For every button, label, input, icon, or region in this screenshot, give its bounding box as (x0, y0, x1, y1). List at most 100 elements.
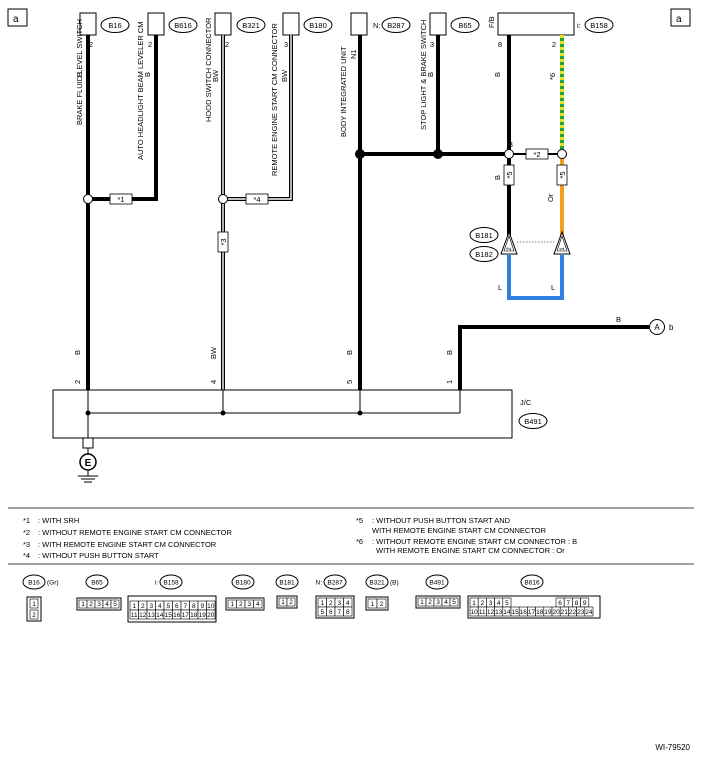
pin-number: 2 (225, 40, 229, 49)
connector-b180: B180 3 REMOTE ENGINE START CM CONNECTOR (270, 12, 333, 176)
pin-number: 20 (207, 612, 215, 619)
corner-box-left (7, 8, 28, 27)
connector-id: B181 (279, 580, 295, 587)
pin-number: 9 (200, 603, 204, 610)
pin-number: 5 (505, 600, 509, 607)
connector-id: B16 (28, 580, 40, 587)
svg-text:: WITHOUT PUSH BUTTON START: : WITHOUT PUSH BUTTON START (38, 551, 159, 560)
tag-star5-left: *5 (503, 164, 515, 186)
connector-id: B158 (163, 580, 179, 587)
pin-number: 24 (585, 609, 593, 616)
connector-prefix: N: (373, 21, 381, 30)
pin-number: 4 (497, 600, 501, 607)
pin-number: 16 (173, 612, 181, 619)
svg-text:: WITHOUT REMOTE ENGINE START: : WITHOUT REMOTE ENGINE START CM CONNECT… (38, 528, 232, 537)
pin-number: 22 (569, 609, 577, 616)
svg-text:1: 1 (559, 247, 566, 251)
wire-label: B (508, 140, 513, 149)
wire-label: B (345, 350, 354, 355)
component-name: AUTO HEADLIGHT BEAM LEVELER CM (136, 21, 145, 160)
connector-view-label: B180 (231, 574, 255, 590)
pin-number: 17 (182, 612, 190, 619)
pin-number: 4 (105, 601, 109, 608)
connector-view-label: B181 (275, 574, 299, 590)
svg-text:*5: *5 (356, 516, 363, 525)
wire-offpage (458, 325, 649, 390)
wire-label: B (616, 315, 621, 324)
pin-number: 2 (329, 600, 333, 607)
figure-id: WI-79520 (655, 743, 690, 752)
pin-number: 2 (239, 601, 243, 608)
connector-view-label: B616 (520, 574, 544, 590)
pin-number: 1 (420, 599, 424, 606)
svg-text:*4: *4 (253, 195, 260, 204)
pin-number: 4 (346, 600, 350, 607)
pin-number: 2 (32, 612, 36, 619)
wire-label: BW (211, 69, 220, 82)
tag-star5-right: *5 (556, 164, 568, 186)
pin-number: 2 (141, 603, 145, 610)
pin-number: 5 (452, 599, 456, 606)
pin-number: 3 (247, 601, 251, 608)
connector-id: B616 (174, 21, 192, 30)
tag-star1: *1 (109, 193, 133, 205)
svg-text:WITH REMOTE ENGINE START CM CO: WITH REMOTE ENGINE START CM CONNECTOR : … (376, 546, 565, 555)
component-name: REMOTE ENGINE START CM CONNECTOR (270, 23, 279, 176)
pin-number: 15 (165, 612, 173, 619)
component-name: HOOD SWITCH CONNECTOR (204, 17, 213, 122)
svg-text:*2: *2 (23, 528, 30, 537)
connector-id: B16 (108, 21, 121, 30)
pin-number: 2 (380, 601, 384, 608)
svg-text:*6: *6 (356, 537, 363, 546)
connector-b65: B65 3 STOP LIGHT & BRAKE SWITCH (419, 12, 480, 130)
splice-point (557, 149, 567, 159)
pin-number: 2 (428, 599, 432, 606)
pin-number: 1 (472, 600, 476, 607)
pin-number: 2 (289, 599, 293, 606)
pin-number: 4 (256, 601, 260, 608)
pin-number: 2 (89, 40, 93, 49)
connector-id: B180 (309, 21, 327, 30)
svg-text:WITH REMOTE ENGINE START CM CO: WITH REMOTE ENGINE START CM CONNECTOR (372, 526, 547, 535)
connector-id: B65 (458, 21, 471, 30)
splice-point (218, 194, 228, 204)
pin-number: 1 (81, 601, 85, 608)
connector-b16: B16 2 BRAKE FLUID LEVEL SWITCH (75, 12, 130, 125)
pin-number: 14 (503, 609, 511, 616)
pin-number: 19 (544, 609, 552, 616)
tag-star4: *4 (245, 193, 269, 205)
connector-id: B65 (91, 580, 103, 587)
connector-color: (Gr) (47, 580, 59, 587)
pin-number: 18 (536, 609, 544, 616)
pin-number: 8 (192, 603, 196, 610)
pin-number: 18 (190, 612, 198, 619)
svg-text:b: b (669, 323, 674, 332)
wire-label: B (426, 72, 435, 77)
pin-number: 12 (139, 612, 147, 619)
wire-b180 (223, 35, 293, 201)
pin-number: 5 (345, 380, 354, 384)
connector-view-label: B16 (Gr) (22, 574, 59, 590)
svg-text:: WITH SRH: : WITH SRH (38, 516, 79, 525)
connector-b616: B616 2 AUTO HEADLIGHT BEAM LEVELER CM (136, 12, 198, 160)
connector-id: B321 (369, 580, 385, 587)
corner-box-right (670, 8, 691, 27)
pin-number: 19 (199, 612, 207, 619)
offpage-marker: A b (649, 319, 674, 335)
pin-number: 2 (89, 601, 93, 608)
svg-text:A: A (654, 323, 660, 332)
component-name: F/B (487, 16, 496, 28)
tag-star3: *3 (217, 231, 229, 253)
pin-number: 4 (444, 599, 448, 606)
pin-number: 1 (320, 600, 324, 607)
connector-prefix: N: (316, 580, 323, 587)
